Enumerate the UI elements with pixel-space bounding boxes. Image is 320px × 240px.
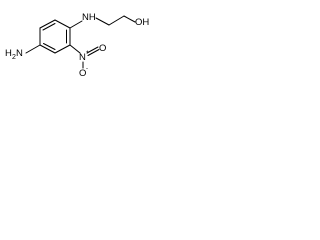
amine-subscript: 2: [12, 54, 16, 61]
ring-bond-2: [54, 19, 71, 29]
nitro-o-bottom-label: O: [79, 68, 86, 77]
nitro-o-top-label: O: [99, 43, 106, 54]
chemical-structure: H 2 N NH OH N + O O -: [5, 12, 149, 77]
nitro-double-bond-2: [87, 49, 100, 56]
nitro-minus-charge: -: [86, 66, 88, 72]
ring-bond-1: [39, 19, 56, 29]
ring-double-bond-a: [42, 23, 56, 31]
amine-bond: [25, 44, 41, 54]
ch2-ch2-bond: [108, 15, 125, 26]
ring-nitro-bond: [69, 44, 81, 54]
amine-h-label: H: [5, 48, 12, 59]
nh-label: NH: [82, 12, 96, 23]
nh-ch2-bond: [95, 17, 110, 26]
nitro-double-bond-1: [86, 46, 99, 54]
ring-bond-5: [39, 44, 56, 54]
ring-bond-4: [54, 44, 71, 54]
benzene-ring: [39, 19, 71, 54]
amine-n-label: N: [16, 48, 23, 59]
ring-double-bond-c: [43, 43, 56, 50]
ring-nh-bond: [69, 20, 83, 29]
ch2-oh-bond: [123, 15, 136, 23]
nitro-n-label: N: [79, 52, 86, 63]
oh-label: OH: [135, 17, 149, 28]
